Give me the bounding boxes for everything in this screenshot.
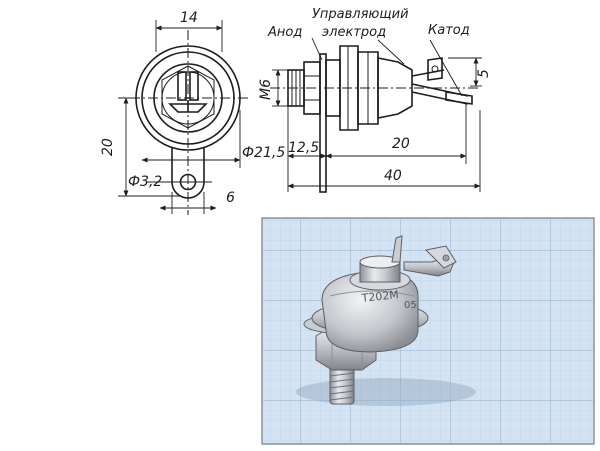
dim-width-top: 14 (180, 10, 198, 26)
front-view: 14 20 Ф21,5 Ф3,2 6 (100, 10, 285, 215)
label-anode: Анод (267, 25, 302, 40)
dim-height-left: 20 (100, 138, 116, 156)
label-gate-line1: Управляющий (312, 7, 409, 22)
dim-hole-diameter: Ф3,2 (128, 174, 162, 190)
dim-body-diameter: Ф21,5 (242, 145, 285, 161)
dim-stud-length: 12,5 (288, 140, 319, 156)
label-gate-line2: электрод (322, 25, 386, 40)
gate-lead (391, 235, 403, 263)
label-cathode: Катод (428, 23, 470, 38)
dim-thread: M6 (258, 79, 274, 100)
dim-lead: 5 (476, 69, 492, 78)
side-view: M6 5 12,5 20 40 Анод Управляющий электро… (258, 7, 492, 193)
dim-tab-width: 6 (226, 190, 235, 206)
component-photo: Т202М 05 (261, 217, 595, 445)
marking-type: Т202М (360, 288, 399, 305)
marking-lot: 05 (404, 300, 417, 311)
dim-body-length: 20 (392, 136, 410, 152)
body (321, 271, 419, 353)
dim-total-length: 40 (384, 168, 402, 184)
